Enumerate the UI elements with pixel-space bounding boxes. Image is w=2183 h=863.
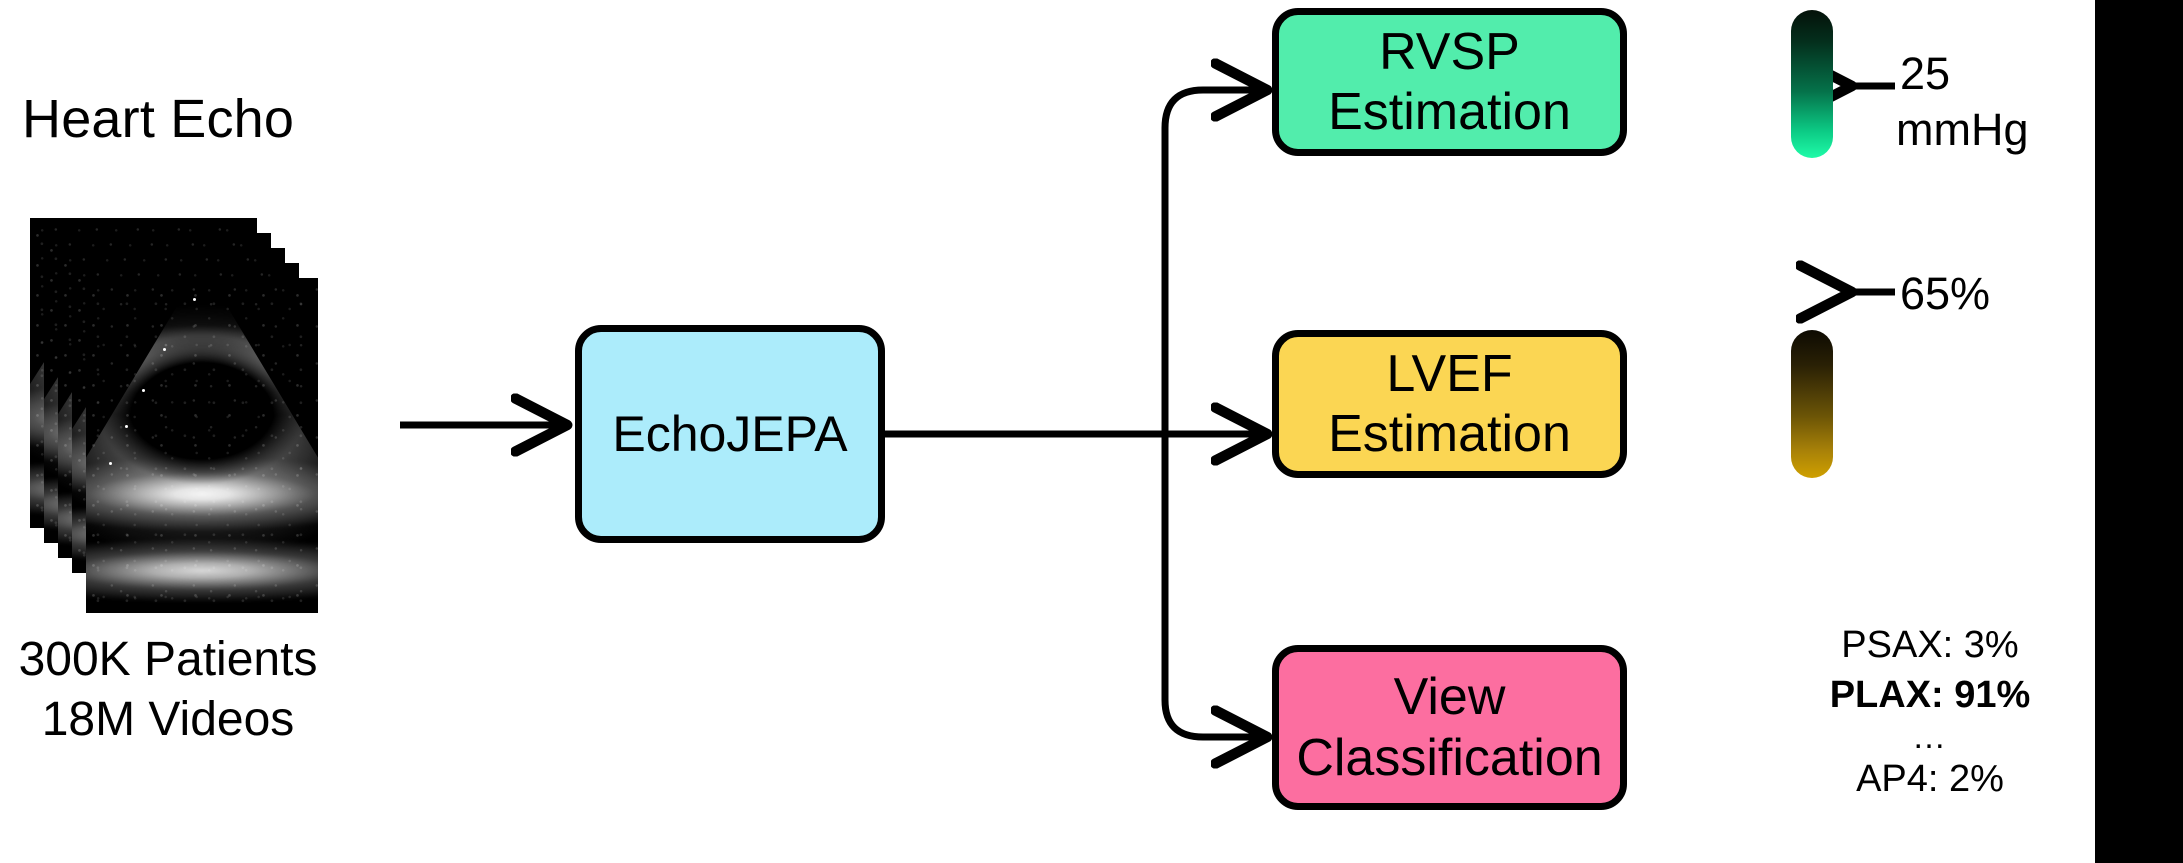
lvef-value-callout: 65% <box>1900 268 1991 319</box>
right-black-band <box>2095 0 2183 863</box>
view-probability-list: PSAX: 3% PLAX: 91% … AP4: 2% <box>1795 620 2065 804</box>
lvef-gradient-bar <box>1791 330 1833 478</box>
node-rvsp-label-line2: Estimation <box>1328 83 1571 141</box>
arrow-to-view <box>1161 696 1263 737</box>
echo-frame-front <box>86 278 318 613</box>
dataset-patients: 300K Patients <box>18 633 318 686</box>
node-lvef-label-line1: LVEF <box>1386 344 1513 403</box>
view-prob-psax: PSAX: 3% <box>1841 624 2019 666</box>
rvsp-gradient-bar <box>1791 10 1833 158</box>
heart-echo-heading: Heart Echo <box>22 89 295 149</box>
view-prob-plax: PLAX: 91% <box>1829 674 2031 717</box>
ultrasound-speckle <box>86 278 318 613</box>
dataset-caption: 300K Patients 18M Videos <box>8 630 328 749</box>
ultrasound-marker-dots <box>86 278 318 613</box>
node-rvsp-estimation[interactable]: RVSP Estimation <box>1272 8 1627 156</box>
node-rvsp-label-line1: RVSP <box>1379 22 1520 81</box>
node-echojepa[interactable]: EchoJEPA <box>575 325 885 543</box>
node-view-label: View Classification <box>1296 667 1602 788</box>
view-prob-ellipsis: … <box>1912 718 1948 757</box>
node-lvef-label: LVEF Estimation <box>1328 344 1571 465</box>
dataset-videos: 18M Videos <box>41 692 295 746</box>
node-view-classification[interactable]: View Classification <box>1272 645 1627 810</box>
node-view-label-line1: View <box>1393 668 1506 727</box>
rvsp-value: 25 <box>1900 48 1951 99</box>
view-prob-ap4: AP4: 2% <box>1856 758 2004 801</box>
echo-video-stack <box>30 218 318 613</box>
rvsp-unit: mmHg <box>1896 103 2029 155</box>
arrow-to-rvsp <box>1161 90 1263 132</box>
node-view-label-line2: Classification <box>1296 728 1603 787</box>
rvsp-value-callout: 25 mmHg <box>1896 46 2029 158</box>
node-lvef-label-line2: Estimation <box>1328 405 1571 463</box>
node-lvef-estimation[interactable]: LVEF Estimation <box>1272 330 1627 478</box>
node-rvsp-label: RVSP Estimation <box>1328 22 1571 143</box>
